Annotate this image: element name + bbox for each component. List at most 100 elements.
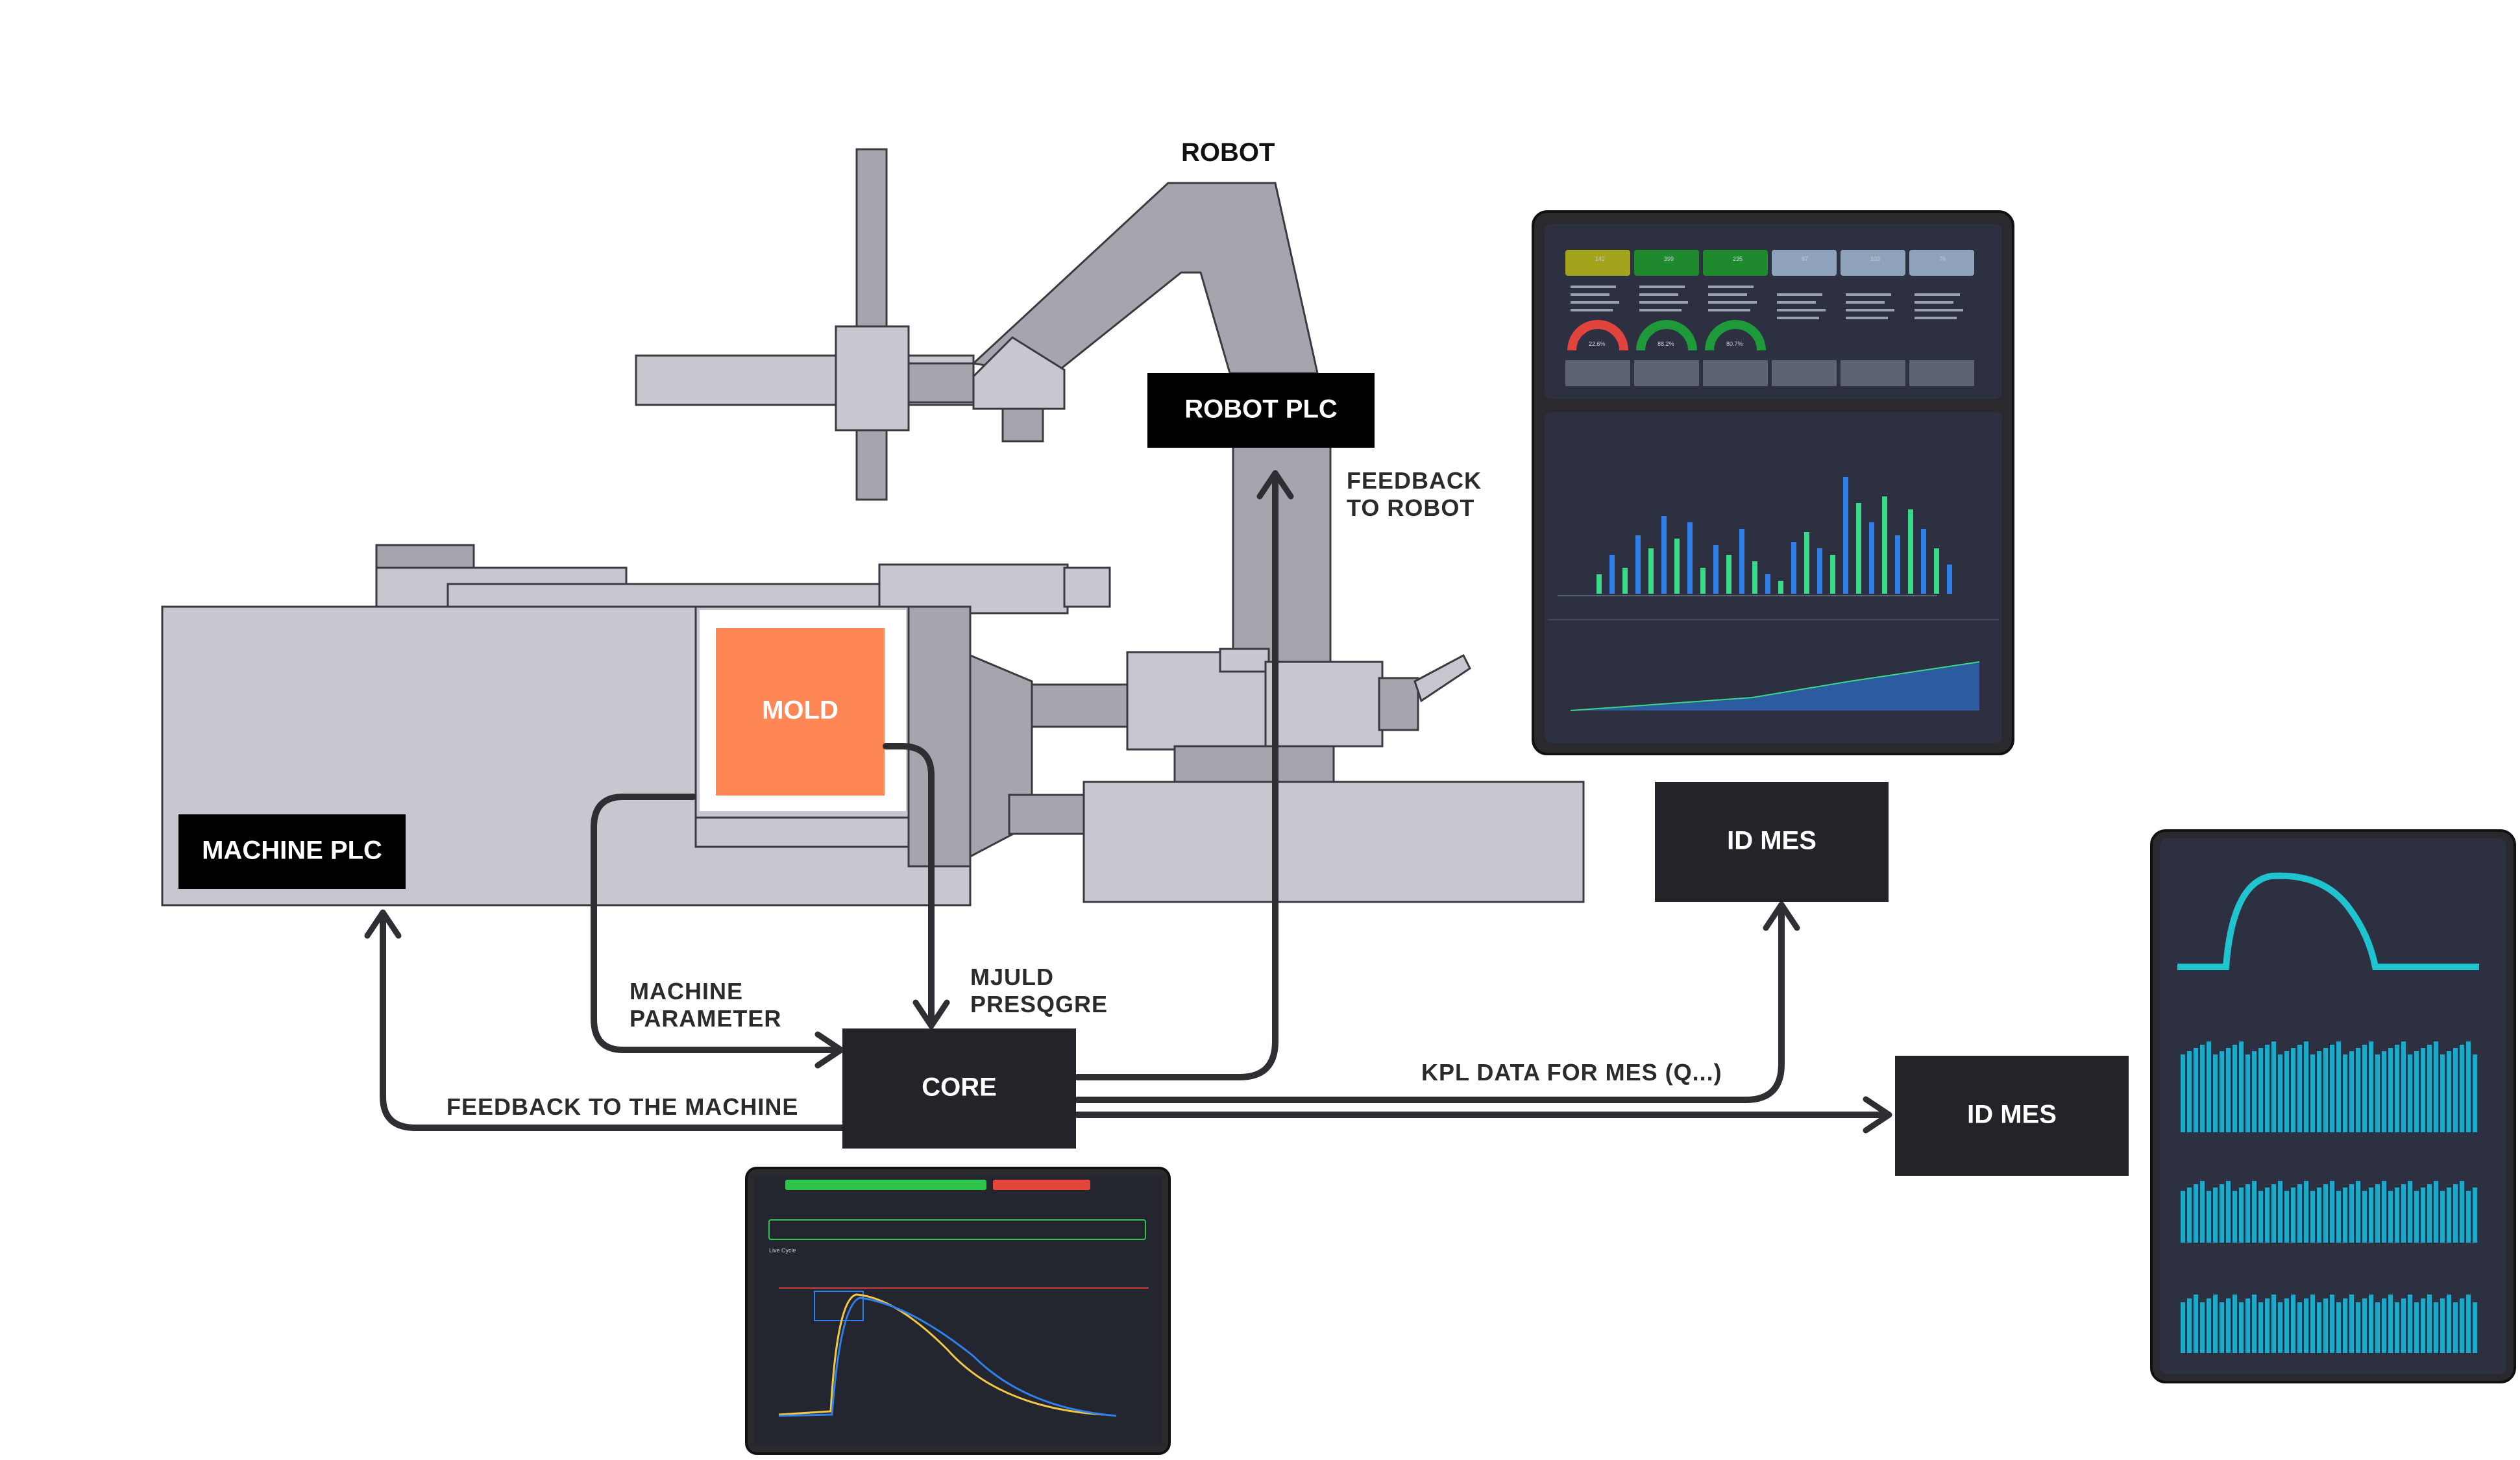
robot-joint-connector: [907, 362, 975, 404]
gauge-value: 88.2%: [1658, 341, 1674, 347]
machine-plc-label: MACHINE PLC: [202, 836, 382, 865]
mini-bar: [2297, 1045, 2302, 1132]
mini-bar: [1674, 539, 1680, 594]
mini-bar: [2434, 1181, 2438, 1243]
mini-bar: [1596, 574, 1602, 594]
arrow-feedback-robot: [1074, 470, 1294, 1080]
gauges: 22.6% 88.2% 80.7%: [1567, 320, 1766, 351]
mini-bar: [2388, 1048, 2393, 1132]
mini-bar: [2401, 1298, 2406, 1353]
mini-bar: [2284, 1298, 2289, 1353]
window-box: [814, 1291, 864, 1321]
arrow-machine-parameter: [591, 794, 844, 1069]
mini-bar: [2252, 1181, 2257, 1243]
mini-bar: [1895, 535, 1900, 594]
mini-bar: [2382, 1051, 2386, 1132]
kpi-footer-rows: [1565, 360, 1974, 386]
mini-bar: [2408, 1295, 2412, 1353]
mini-bar: [1635, 535, 1641, 594]
mini-bar: [1713, 545, 1719, 594]
mini-bar: [2473, 1054, 2477, 1132]
mini-bar: [2362, 1191, 2367, 1243]
mini-bar: [2194, 1184, 2198, 1243]
kpi-card: [1634, 250, 1699, 276]
mini-bar: [1830, 555, 1835, 594]
mini-bar: [1869, 522, 1874, 594]
mini-bar: [1648, 548, 1654, 594]
mini-bar: [2343, 1187, 2347, 1243]
mini-bar: [2453, 1184, 2458, 1243]
mini-bar: [1622, 568, 1628, 594]
cycle-curve-yellow: [778, 1293, 1104, 1416]
live-cycle-title: Live Cycle: [769, 1247, 796, 1254]
mini-bar: [2200, 1302, 2205, 1353]
mini-bar: [2245, 1184, 2250, 1243]
gauge: [1705, 320, 1766, 351]
label-feedback-machine: FEEDBACK TO THE MACHINE: [447, 1093, 798, 1120]
mini-bar: [2213, 1054, 2218, 1132]
label-mold-pressure-2: PRESQGRE: [970, 991, 1108, 1017]
mini-bar: [2187, 1298, 2192, 1353]
machine-hopper-nozzle: [1413, 653, 1471, 703]
core-node: CORE: [842, 1028, 1076, 1149]
mini-bar: [2421, 1298, 2425, 1353]
robot-vertical-rod: [855, 148, 888, 501]
id-mes-right-label: ID MES: [1967, 1101, 2057, 1129]
robot-wrist-block: [835, 325, 910, 432]
machine-base: [1083, 781, 1585, 903]
mini-bar: [2284, 1051, 2289, 1132]
mini-bar: [2460, 1045, 2464, 1132]
mini-bar: [2336, 1302, 2341, 1353]
mini-bar: [2401, 1041, 2406, 1132]
mini-bar: [2395, 1302, 2399, 1353]
mini-bar: [2226, 1298, 2231, 1353]
mini-bar: [2330, 1295, 2334, 1353]
machine-injection-cap: [1219, 648, 1270, 673]
mini-bar: [2213, 1295, 2218, 1353]
right-bar-chart-2: [2181, 1181, 2477, 1243]
mini-bar: [2200, 1045, 2205, 1132]
robot-column: [1232, 440, 1332, 676]
mini-bar: [2187, 1187, 2192, 1243]
kpi-detail-lines: [1571, 286, 1963, 319]
label-machine-parameter-1: MACHINE: [630, 978, 743, 1004]
mini-bar: [2421, 1048, 2425, 1132]
mini-bar: [2466, 1191, 2471, 1243]
mini-bar: [2291, 1187, 2295, 1243]
mini-bar: [2447, 1187, 2451, 1243]
mini-bar: [2317, 1051, 2321, 1132]
mini-bar: [2304, 1181, 2308, 1243]
machine-hopper-block: [1264, 661, 1384, 748]
mini-bar: [2440, 1054, 2445, 1132]
mini-bar: [1934, 548, 1939, 594]
mini-bar: [2401, 1184, 2406, 1243]
status-bar-green: [785, 1180, 986, 1190]
kpi-value: 103: [1870, 256, 1880, 262]
mini-bar: [2284, 1191, 2289, 1243]
mini-bar: [2233, 1045, 2237, 1132]
mini-bar: [2362, 1298, 2367, 1353]
mini-bar: [2278, 1302, 2282, 1353]
right-bar-chart-1: [2181, 1041, 2477, 1132]
mini-bar: [2310, 1191, 2315, 1243]
mini-bar: [2466, 1041, 2471, 1132]
mini-bar: [1817, 548, 1822, 594]
tablet-top-screen-lower: [1545, 412, 2002, 743]
machine-plc-node: MACHINE PLC: [178, 814, 406, 889]
kpi-card: [1565, 250, 1630, 276]
mini-bar: [2447, 1051, 2451, 1132]
id-mes-top-label: ID MES: [1727, 827, 1817, 855]
mold-box: [716, 628, 885, 796]
kpi-card: [1909, 250, 1974, 276]
flow-arrows: [364, 470, 1892, 1134]
machine-top-nozzle-tip: [1063, 566, 1111, 608]
kpi-value: 76: [1939, 256, 1946, 262]
tablet-bottom-screen: [754, 1176, 1162, 1446]
machine-plc-box: [178, 814, 406, 889]
mini-bar: [2226, 1048, 2231, 1132]
mini-bar: [2278, 1181, 2282, 1243]
cycle-curve-chart: [2177, 872, 2479, 970]
dashboard-tablet-right: [2150, 829, 2516, 1383]
mini-bar: [2297, 1184, 2302, 1243]
mini-bar: [2408, 1181, 2412, 1243]
